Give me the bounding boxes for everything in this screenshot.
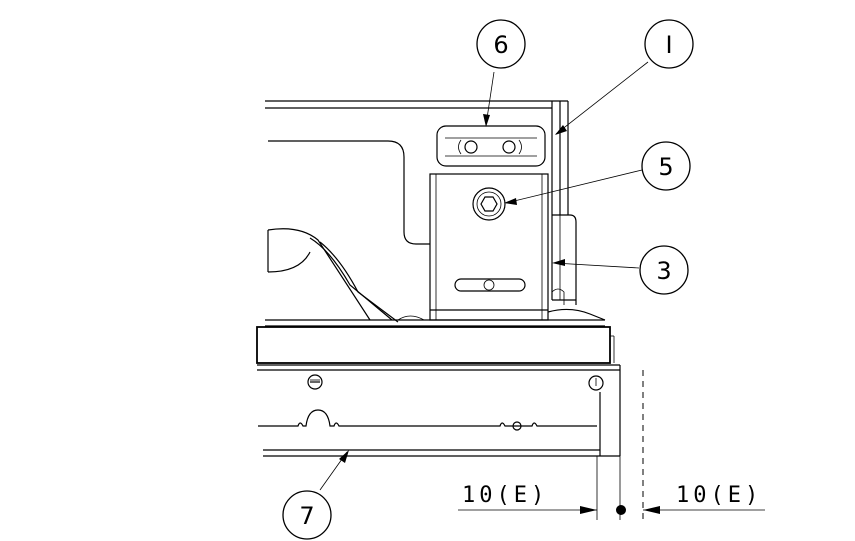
base-plate	[265, 308, 606, 327]
mounting-bracket	[429, 173, 549, 321]
callout-5: 5	[641, 141, 691, 191]
callout-6: 6	[476, 19, 526, 69]
callout-5-label: 5	[658, 153, 673, 181]
decoration-panel-7	[258, 365, 621, 457]
callout-1: Ⅰ	[644, 19, 694, 69]
leader-lines	[319, 61, 649, 491]
callout-1-label: Ⅰ	[665, 31, 672, 59]
dimension-left-label: 10(E)	[462, 483, 548, 508]
callout-7: 7	[282, 490, 332, 540]
callout-7-label: 7	[299, 502, 314, 530]
upper-housing	[265, 100, 569, 300]
side-plate-3	[551, 214, 577, 305]
ceiling-panel	[256, 326, 620, 371]
dimension-datum-dot	[616, 505, 626, 515]
dimension-lines	[458, 370, 765, 520]
bracket-6	[436, 125, 546, 167]
dimension-right-label: 10(E)	[676, 483, 762, 508]
callout-3-label: 3	[656, 257, 671, 285]
callout-3: 3	[639, 245, 689, 295]
fan-body	[267, 228, 399, 323]
callout-6-label: 6	[493, 31, 508, 59]
